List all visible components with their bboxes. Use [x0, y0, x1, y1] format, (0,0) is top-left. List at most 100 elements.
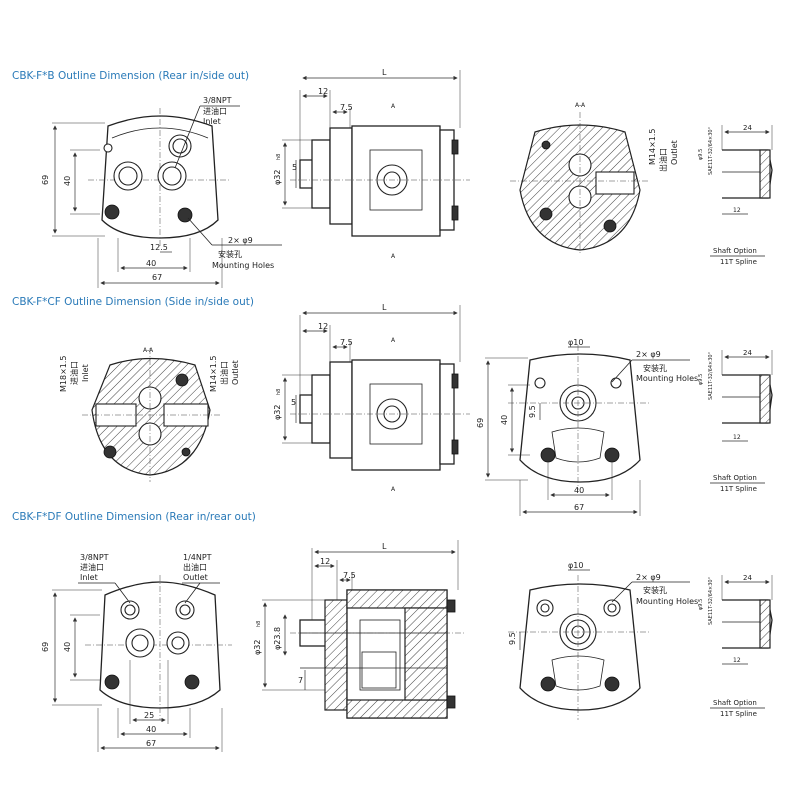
shaft-cf-dia: φ9.5 — [698, 374, 704, 385]
front-df-height: 69 — [41, 642, 50, 652]
side-view-b: L 12 7.5 φ32 h8 5 A A — [273, 68, 470, 260]
side-b-dia-note: h8 — [276, 154, 282, 160]
side-df-length: L — [382, 542, 387, 551]
shaft-df-opt-value: 11T Spline — [720, 710, 757, 718]
front-df-port-spacing: 25 — [144, 711, 154, 720]
front-cf-inner-height: 40 — [500, 415, 509, 425]
section-cf: CBK-F*CF Outline Dimension (Side in/side… — [12, 296, 773, 516]
front-cf-width: 67 — [574, 503, 584, 512]
section-view-b: A-A M14×1.5 出油口 Outlet — [510, 102, 679, 255]
side-cf-dia-note: h8 — [276, 389, 282, 395]
mount-df-offset: 9.5 — [508, 632, 517, 645]
section-cf-outlet-cn: 出油口 — [219, 361, 229, 385]
side-b-mark-bottom: A — [391, 253, 396, 260]
front-df-width-inner: 40 — [146, 725, 156, 734]
shaft-cf-spline: 12 — [733, 434, 741, 441]
front-df-outlet-size: 1/4NPT — [183, 553, 212, 562]
front-b-width-inner: 40 — [146, 259, 156, 268]
front-cf-pilot: φ10 — [568, 338, 583, 347]
section-cf-outlet-en: Outlet — [231, 360, 240, 385]
side-df-dia: φ32 — [253, 640, 262, 655]
section-b-outlet-size: M14×1.5 — [648, 128, 657, 165]
mount-df-pilot: φ10 — [568, 561, 583, 570]
side-cf-mark-bottom: A — [391, 486, 396, 493]
front-b-height: 69 — [41, 175, 50, 185]
front-df-inner-height: 40 — [63, 642, 72, 652]
shaft-b-opt-value: 11T Spline — [720, 258, 757, 266]
section-view-cf: A-A M18×1.5 进油口 Inlet M14×1.5 出油口 Outlet — [59, 347, 240, 482]
front-b-inlet-en: Inlet — [203, 117, 221, 126]
section-title-df: CBK-F*DF Outline Dimension (Rear in/rear… — [12, 511, 256, 523]
side-cf-dia: φ32 — [273, 405, 282, 420]
shaft-df-len: 24 — [743, 574, 752, 582]
shaft-option-b: SAE11T-32/64×30° φ9.5 24 12 Shaft Option… — [698, 124, 773, 266]
front-df-outlet-cn: 出油口 — [183, 562, 207, 572]
front-df-inlet-cn: 进油口 — [80, 562, 104, 572]
side-cf-length: L — [382, 303, 387, 312]
shaft-option-df: SAE11T-32/64×30° φ9.5 24 12 Shaft Option… — [698, 574, 773, 718]
shaft-df-dia: φ9.5 — [698, 599, 704, 610]
section-b-outlet-cn: 出油口 — [658, 148, 668, 172]
mount-df-cn: 安装孔 — [643, 585, 667, 595]
front-view-cf: φ10 2× φ9 安装孔 Mounting Holes 69 40 9.5 4… — [476, 338, 698, 516]
side-view-df: L 12 7.5 φ32 h8 φ23.8 7 — [253, 540, 465, 719]
side-b-length: L — [382, 68, 387, 77]
shaft-df-spline: 12 — [733, 657, 741, 664]
front-b-mount-en: Mounting Holes — [212, 261, 274, 270]
side-cf-d75: 7.5 — [340, 338, 353, 347]
side-b-d75: 7.5 — [340, 103, 353, 112]
section-cf-outlet-size: M14×1.5 — [209, 355, 218, 392]
side-view-cf: L 12 7.5 φ32 h8 5 A A — [273, 303, 470, 493]
section-title-cf: CBK-F*CF Outline Dimension (Side in/side… — [12, 296, 254, 308]
front-b-inlet-size: 3/8NPT — [203, 96, 232, 105]
section-title-b: CBK-F*B Outline Dimension (Rear in/side … — [12, 70, 249, 82]
section-b: CBK-F*B Outline Dimension (Rear in/side … — [12, 68, 773, 288]
section-cf-inlet-size: M18×1.5 — [59, 355, 68, 392]
front-b-inlet-cn: 进油口 — [203, 106, 227, 116]
side-df-d7: 7 — [298, 676, 303, 685]
side-df-d12: 12 — [320, 557, 330, 566]
front-df-inlet-en: Inlet — [80, 573, 98, 582]
side-cf-d12: 12 — [318, 322, 328, 331]
front-cf-width-inner: 40 — [574, 486, 584, 495]
section-df: CBK-F*DF Outline Dimension (Rear in/rear… — [12, 511, 773, 752]
mount-df-en: Mounting Holes — [636, 597, 698, 606]
shaft-cf-len: 24 — [743, 349, 752, 357]
shaft-b-spline: 12 — [733, 207, 741, 214]
side-df-d238: φ23.8 — [273, 627, 282, 650]
front-cf-height: 69 — [476, 418, 485, 428]
side-cf-d5: 5 — [291, 398, 296, 407]
shaft-cf-opt-value: 11T Spline — [720, 485, 757, 493]
side-cf-mark-top: A — [391, 337, 396, 344]
front-cf-offset: 9.5 — [528, 405, 537, 418]
front-view-df: 3/8NPT 进油口 Inlet 1/4NPT 出油口 Outlet 69 40… — [41, 553, 232, 752]
shaft-b-code: SAE11T-32/64×30° — [708, 126, 714, 175]
shaft-b-len: 24 — [743, 124, 752, 132]
shaft-option-cf: SAE11T-32/64×30° φ9.5 24 12 Shaft Option… — [698, 349, 773, 493]
shaft-df-code: SAE11T-32/64×30° — [708, 576, 714, 625]
section-cf-inlet-en: Inlet — [81, 364, 90, 382]
shaft-cf-code: SAE11T-32/64×30° — [708, 351, 714, 400]
section-b-label: A-A — [575, 102, 586, 109]
side-df-d75: 7.5 — [343, 571, 356, 580]
front-view-b: 69 40 67 40 12.5 3/8NPT 进油口 Inlet 2× φ9 — [41, 96, 282, 288]
shaft-b-opt-label: Shaft Option — [713, 247, 757, 255]
front-df-outlet-en: Outlet — [183, 573, 208, 582]
front-b-inner-height: 40 — [63, 176, 72, 186]
side-b-dia: φ32 — [273, 170, 282, 185]
section-cf-label: A-A — [143, 347, 154, 354]
front-cf-mount-en: Mounting Holes — [636, 374, 698, 383]
front-b-width: 67 — [152, 273, 162, 282]
section-b-outlet-en: Outlet — [670, 140, 679, 165]
side-b-d12: 12 — [318, 87, 328, 96]
shaft-b-dia: φ9.5 — [698, 149, 704, 160]
front-b-offset: 12.5 — [150, 243, 168, 252]
front-b-mount-cn: 安装孔 — [218, 249, 242, 259]
front-cf-mount-cn: 安装孔 — [643, 363, 667, 373]
section-cf-inlet-cn: 进油口 — [69, 361, 79, 385]
front-df-inlet-size: 3/8NPT — [80, 553, 109, 562]
front-cf-mount-qty: 2× φ9 — [636, 350, 661, 359]
side-b-d5: 5 — [292, 163, 297, 172]
side-b-mark-top: A — [391, 103, 396, 110]
